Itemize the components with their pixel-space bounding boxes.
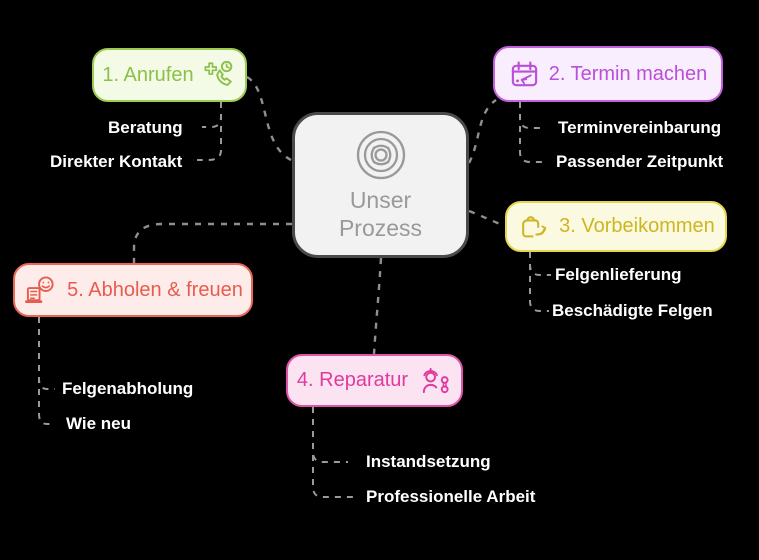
node-reparatur: 4. Reparatur — [286, 354, 463, 407]
child-terminvereinbarung: Terminvereinbarung — [558, 118, 722, 137]
childline-passender-zeitpunkt — [519, 102, 544, 163]
child-instandsetzung: Instandsetzung — [366, 452, 491, 471]
node-vorbeikommen: 3. Vorbeikommen — [505, 201, 727, 252]
node-anrufen: 1. Anrufen — [92, 48, 247, 102]
child-felgenabholung: Felgenabholung — [62, 379, 194, 398]
node-anrufen-label: 1. Anrufen — [102, 63, 194, 86]
node-unser-prozess: Unser Prozess — [292, 112, 469, 258]
child-felgenlieferung: Felgenlieferung — [555, 265, 682, 284]
node-abholen-freuen-label: 5. Abholen & freuen — [67, 278, 243, 301]
childline-direkter-kontakt — [197, 102, 222, 161]
childline-terminvereinbarung — [519, 102, 544, 129]
childline-wie-neu — [38, 317, 52, 425]
edge-anrufen-center — [246, 75, 292, 162]
childline-beratung — [202, 102, 222, 128]
node-termin-machen: 2. Termin machen — [493, 46, 723, 102]
bag-arrow-icon — [517, 212, 550, 242]
edge-center-reparatur — [372, 257, 383, 355]
node-vorbeikommen-label: 3. Vorbeikommen — [559, 215, 715, 237]
receipt-smiley-icon — [23, 275, 58, 306]
edge-center-vorbeikommen — [468, 209, 506, 228]
childline-instandsetzung — [312, 407, 348, 463]
childline-felgenabholung — [38, 317, 55, 390]
node-termin-machen-label: 2. Termin machen — [548, 62, 708, 85]
child-direkter-kontakt: Direkter Kontakt — [50, 152, 183, 171]
childline-beschaedigte-felgen — [529, 252, 549, 312]
child-wie-neu: Wie neu — [66, 414, 132, 433]
node-reparatur-label: 4. Reparatur — [296, 369, 409, 391]
child-beschaedigte-felgen: Beschädigte Felgen — [552, 301, 713, 320]
wheel-icon — [355, 129, 407, 186]
phone-plus-clock-icon — [203, 60, 237, 91]
childline-felgenlieferung — [529, 252, 551, 276]
childline-professionelle-arbeit — [312, 407, 355, 498]
calendar-arrow-icon — [509, 59, 540, 90]
child-passender-zeitpunkt: Passender Zeitpunkt — [556, 152, 724, 171]
mechanic-icon — [417, 365, 452, 396]
edge-center-termin — [467, 99, 497, 164]
center-title-line2: Prozess — [338, 214, 423, 241]
child-beratung: Beratung — [108, 118, 183, 137]
center-title-line1: Unser — [349, 186, 412, 213]
child-professionelle-arbeit: Professionelle Arbeit — [366, 487, 536, 506]
node-abholen-freuen: 5. Abholen & freuen — [13, 263, 253, 317]
edge-center-abholen — [132, 222, 292, 263]
